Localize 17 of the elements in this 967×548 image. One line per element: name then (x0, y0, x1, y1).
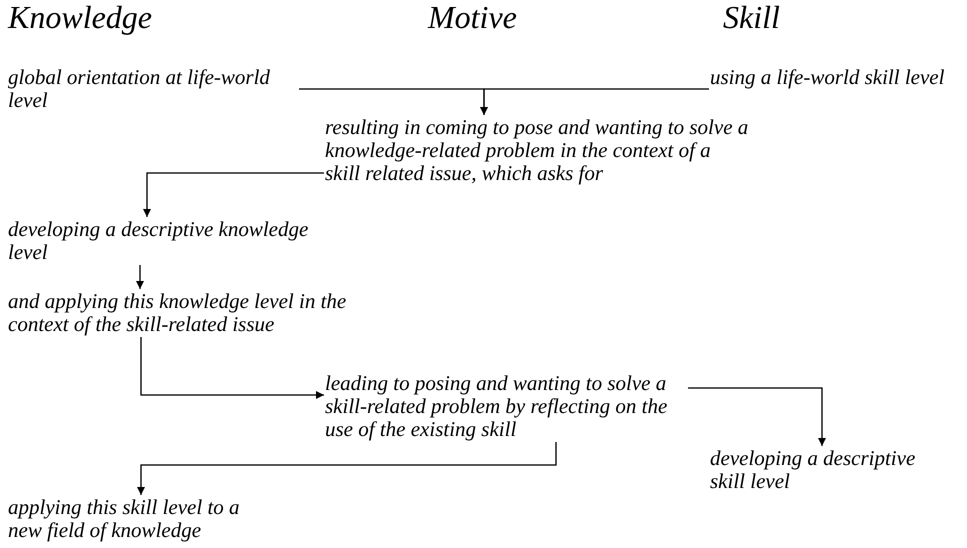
arrow (136, 265, 144, 289)
step-text: using a life-world skill level (710, 66, 966, 89)
column-heading: Motive (428, 0, 517, 34)
arrow (143, 172, 324, 217)
arrow (480, 88, 709, 115)
step-text: global orientation at life-world level (8, 66, 298, 112)
column-heading: Knowledge (8, 0, 152, 34)
step-text: developing a descriptive skill level (710, 447, 935, 493)
step-text: resulting in coming to pose and wanting to solve a knowledge-related problem in the context of a skill related issue, which asks for (325, 116, 749, 185)
arrow (137, 442, 557, 495)
step-text: and applying this knowledge level in the context of the skill-related issue (8, 290, 353, 336)
step-text: developing a descriptive knowledge level (8, 218, 333, 264)
step-text: leading to posing and wanting to solve a skill-related problem by reflecting on the use of the existing skill (325, 372, 687, 441)
arrow (140, 337, 324, 399)
arrow (688, 387, 826, 446)
column-heading: Skill (723, 0, 780, 34)
step-text: applying this skill level to a new field of knowledge (8, 496, 248, 542)
